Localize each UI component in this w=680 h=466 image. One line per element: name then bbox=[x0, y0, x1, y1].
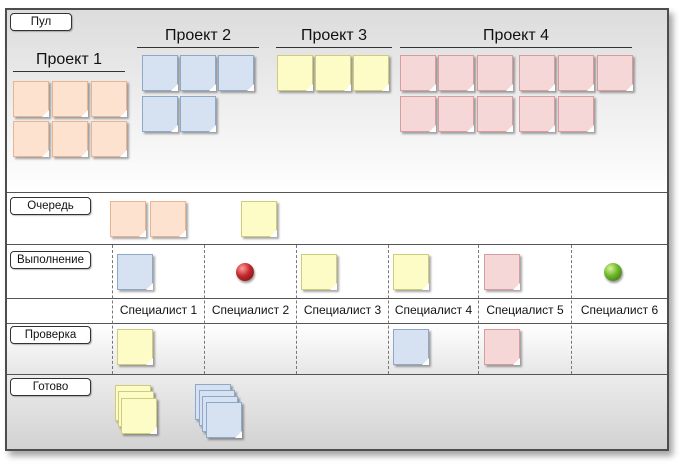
task-card[interactable] bbox=[400, 96, 436, 132]
done-band bbox=[7, 375, 667, 449]
task-card[interactable] bbox=[353, 55, 389, 91]
task-card[interactable] bbox=[117, 254, 153, 290]
lane-label-review: Проверка bbox=[10, 326, 91, 344]
specialist-label-3: Специалист 3 bbox=[303, 303, 382, 317]
task-card[interactable] bbox=[400, 55, 436, 91]
task-card[interactable] bbox=[393, 254, 429, 290]
task-card[interactable] bbox=[52, 81, 88, 117]
column-divider bbox=[296, 245, 297, 374]
task-card[interactable] bbox=[438, 96, 474, 132]
project-title-3: Проект 3 bbox=[276, 27, 392, 48]
lane-label-done: Готово bbox=[10, 378, 91, 396]
task-card[interactable] bbox=[13, 81, 49, 117]
project-title-2: Проект 2 bbox=[137, 27, 259, 48]
task-card[interactable] bbox=[180, 55, 216, 91]
task-card[interactable] bbox=[484, 254, 520, 290]
task-card[interactable] bbox=[150, 201, 186, 237]
separator-line bbox=[7, 298, 667, 299]
task-card[interactable] bbox=[477, 55, 513, 91]
task-card[interactable] bbox=[277, 55, 313, 91]
task-card[interactable] bbox=[142, 55, 178, 91]
separator-line bbox=[7, 374, 667, 375]
column-divider bbox=[388, 245, 389, 374]
project-title-1: Проект 1 bbox=[13, 51, 125, 72]
task-card[interactable] bbox=[180, 96, 216, 132]
separator-line bbox=[7, 192, 667, 193]
lane-label-execution: Выполнение bbox=[10, 251, 91, 269]
execution-band bbox=[7, 245, 667, 298]
lane-label-pool: Пул bbox=[10, 13, 72, 31]
specialist-label-2: Специалист 2 bbox=[211, 303, 290, 317]
task-card[interactable] bbox=[301, 254, 337, 290]
kanban-board: Пул Очередь Выполнение Проверка Готово П… bbox=[5, 8, 669, 451]
task-card[interactable] bbox=[121, 398, 157, 434]
task-card[interactable] bbox=[13, 121, 49, 157]
review-band bbox=[7, 324, 667, 374]
task-card[interactable] bbox=[477, 96, 513, 132]
specialist-label-4: Специалист 4 bbox=[394, 303, 473, 317]
column-divider bbox=[478, 245, 479, 374]
task-card[interactable] bbox=[315, 55, 351, 91]
column-divider bbox=[112, 245, 113, 374]
task-card[interactable] bbox=[558, 96, 594, 132]
blocked-marker bbox=[236, 263, 254, 281]
separator-line bbox=[7, 323, 667, 324]
task-card[interactable] bbox=[393, 329, 429, 365]
task-card[interactable] bbox=[241, 201, 277, 237]
task-card[interactable] bbox=[484, 329, 520, 365]
task-card[interactable] bbox=[91, 121, 127, 157]
task-card[interactable] bbox=[117, 329, 153, 365]
separator-line bbox=[7, 244, 667, 245]
specialist-label-6: Специалист 6 bbox=[580, 303, 659, 317]
free-marker bbox=[604, 263, 622, 281]
column-divider bbox=[204, 245, 205, 374]
task-card[interactable] bbox=[558, 55, 594, 91]
task-card[interactable] bbox=[597, 55, 633, 91]
task-card[interactable] bbox=[91, 81, 127, 117]
lane-label-queue: Очередь bbox=[10, 197, 91, 215]
task-card[interactable] bbox=[519, 55, 555, 91]
task-card[interactable] bbox=[52, 121, 88, 157]
task-card[interactable] bbox=[110, 201, 146, 237]
task-card[interactable] bbox=[438, 55, 474, 91]
project-title-4: Проект 4 bbox=[400, 27, 632, 48]
specialist-label-5: Специалист 5 bbox=[486, 303, 564, 317]
specialist-label-1: Специалист 1 bbox=[119, 303, 198, 317]
column-divider bbox=[571, 245, 572, 374]
task-card[interactable] bbox=[519, 96, 555, 132]
task-card[interactable] bbox=[218, 55, 254, 91]
task-card[interactable] bbox=[142, 96, 178, 132]
task-card[interactable] bbox=[206, 402, 242, 438]
queue-band bbox=[7, 193, 667, 244]
specialists-band bbox=[7, 299, 667, 323]
